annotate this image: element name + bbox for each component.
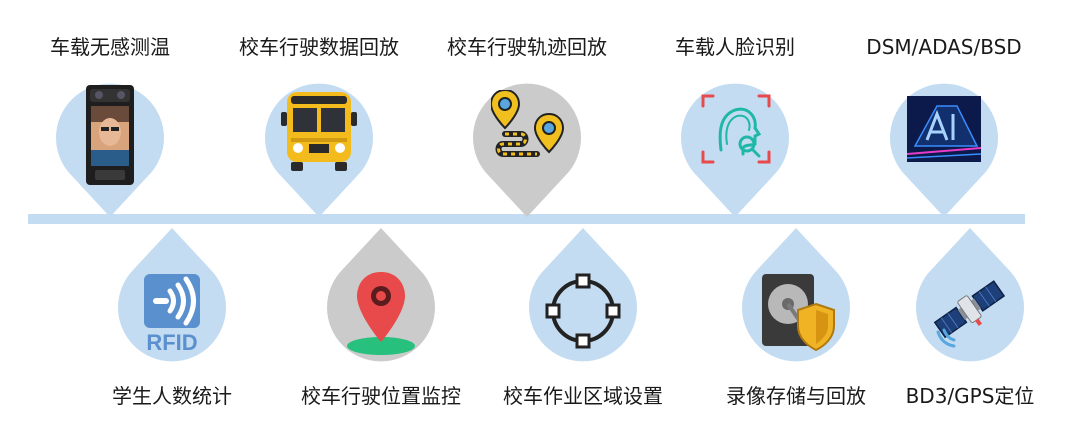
geofence-circle-icon	[545, 273, 621, 349]
feature-label: 录像存储与回放	[726, 384, 866, 408]
feature-video-storage: 录像存储与回放	[706, 0, 886, 437]
satellite-icon	[932, 270, 1008, 350]
feature-zone-setting: 校车作业区域设置	[493, 0, 673, 437]
drop-shape	[890, 76, 998, 217]
drop-shape	[265, 76, 373, 217]
drop-shape	[473, 76, 581, 217]
rfid-badge-text: RFID	[146, 330, 197, 354]
rfid-icon: RFID	[140, 274, 204, 354]
feature-label: DSM/ADAS/BSD	[866, 35, 1022, 59]
school-bus-icon	[281, 90, 357, 172]
feature-location-monitoring: 校车行驶位置监控	[291, 0, 471, 437]
hdd-shield-icon	[762, 274, 836, 352]
feature-student-count: RFID 学生人数统计	[82, 0, 262, 437]
drop-shape	[916, 228, 1024, 369]
feature-dsm-adas-bsd: DSM/ADAS/BSD	[854, 0, 1034, 230]
timeline-bar	[28, 214, 1025, 224]
location-pin-icon	[345, 272, 417, 356]
feature-label: 车载人脸识别	[675, 35, 795, 59]
feature-label: 校车行驶轨迹回放	[447, 35, 607, 59]
feature-label: 学生人数统计	[112, 384, 232, 408]
feature-driving-data-playback: 校车行驶数据回放	[229, 0, 409, 230]
drop-shape: RFID	[118, 228, 226, 369]
feature-label: 车载无感测温	[50, 35, 170, 59]
feature-label: 校车行驶数据回放	[239, 35, 399, 59]
feature-route-playback: 校车行驶轨迹回放	[437, 0, 617, 230]
drop-shape	[742, 228, 850, 369]
feature-label: 校车行驶位置监控	[301, 384, 461, 408]
face-scan-icon	[701, 94, 771, 164]
drop-shape	[681, 76, 789, 217]
drop-shape	[56, 76, 164, 217]
feature-label: BD3/GPS定位	[905, 384, 1035, 408]
feature-label: 校车作业区域设置	[503, 384, 663, 408]
feature-bd3-gps: BD3/GPS定位	[880, 0, 1060, 437]
drop-shape	[529, 228, 637, 369]
route-pins-icon	[491, 90, 565, 170]
drop-shape	[327, 228, 435, 369]
thermal-scanner-icon	[85, 84, 135, 186]
ai-chip-icon	[907, 96, 981, 162]
feature-thermal-detection: 车载无感测温	[20, 0, 200, 230]
feature-face-recognition: 车载人脸识别	[645, 0, 825, 230]
